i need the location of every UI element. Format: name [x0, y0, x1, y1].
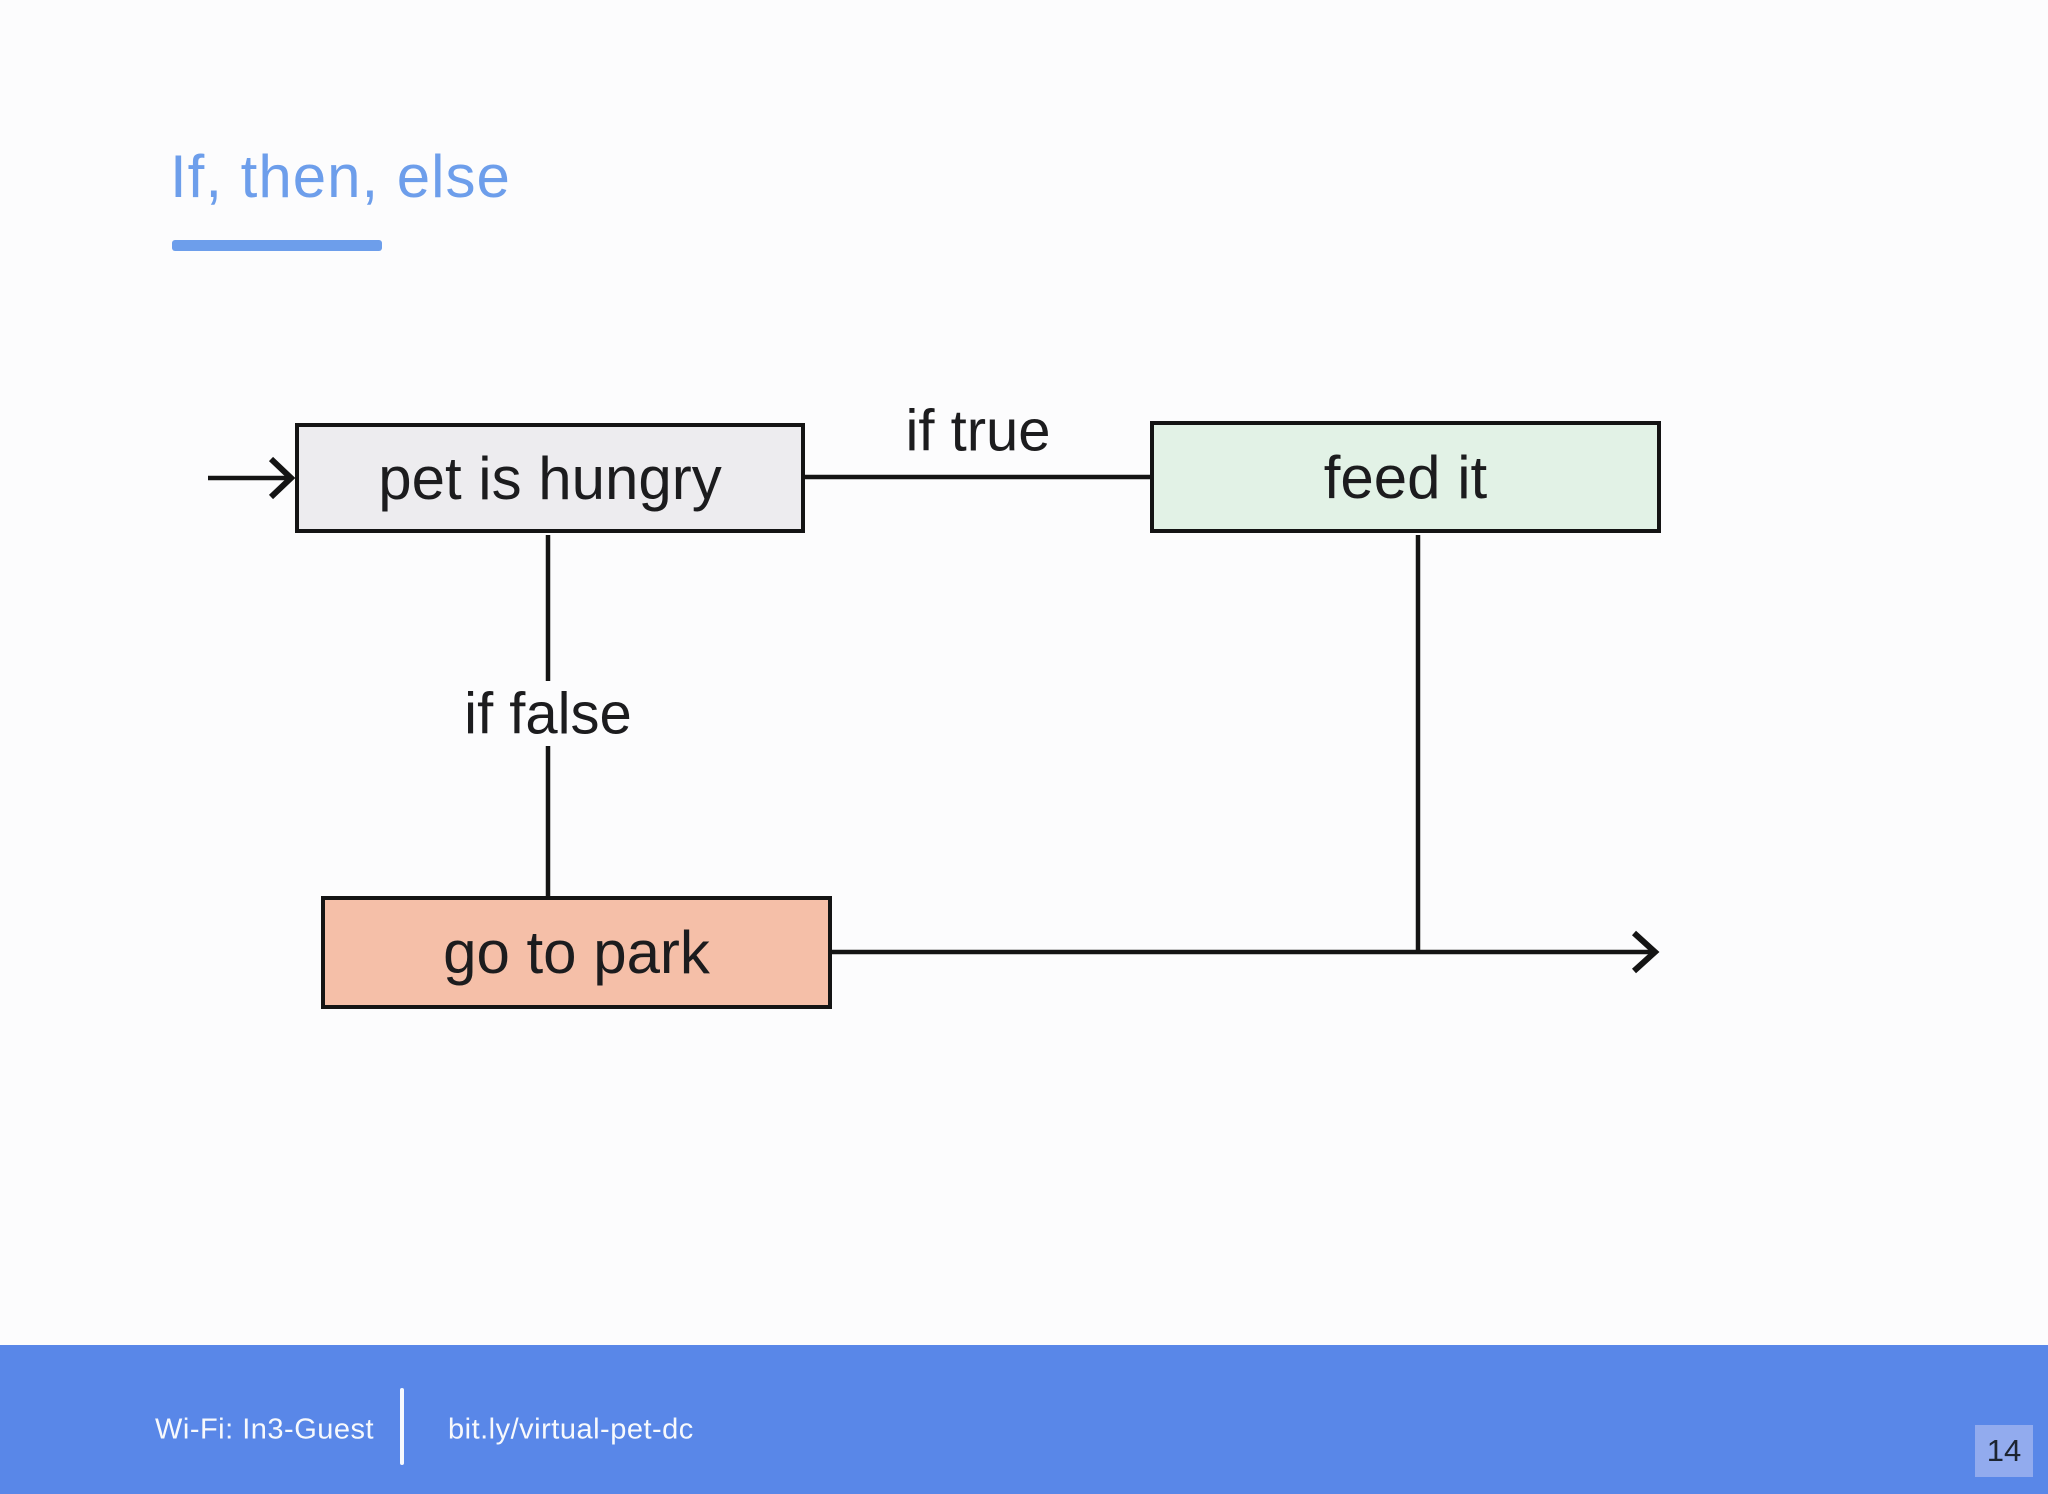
edge-label-if-false: if false — [464, 681, 632, 747]
page-number-badge: 14 — [1975, 1425, 2033, 1477]
page-title: If, then, else — [170, 143, 511, 210]
exit-arrow — [832, 930, 1660, 974]
node-label: go to park — [443, 919, 710, 986]
page-number: 14 — [1986, 1433, 2022, 1468]
flowchart-node-condition: pet is hungry — [295, 423, 805, 533]
footer-wifi-label: Wi-Fi: In3-Guest — [155, 1413, 375, 1446]
title-underline — [172, 240, 382, 251]
flowchart-node-feed-it: feed it — [1150, 421, 1661, 533]
footer-link-label: bit.ly/virtual-pet-dc — [448, 1413, 694, 1446]
footer-divider — [400, 1388, 404, 1465]
flowchart-node-go-to-park: go to park — [321, 896, 832, 1009]
node-label: pet is hungry — [378, 444, 722, 512]
node-label: feed it — [1323, 443, 1488, 511]
entry-arrow — [208, 456, 296, 500]
edge-label-if-true: if true — [905, 398, 1051, 464]
footer-bar: Wi-Fi: In3-Guest bit.ly/virtual-pet-dc — [0, 1345, 2048, 1494]
